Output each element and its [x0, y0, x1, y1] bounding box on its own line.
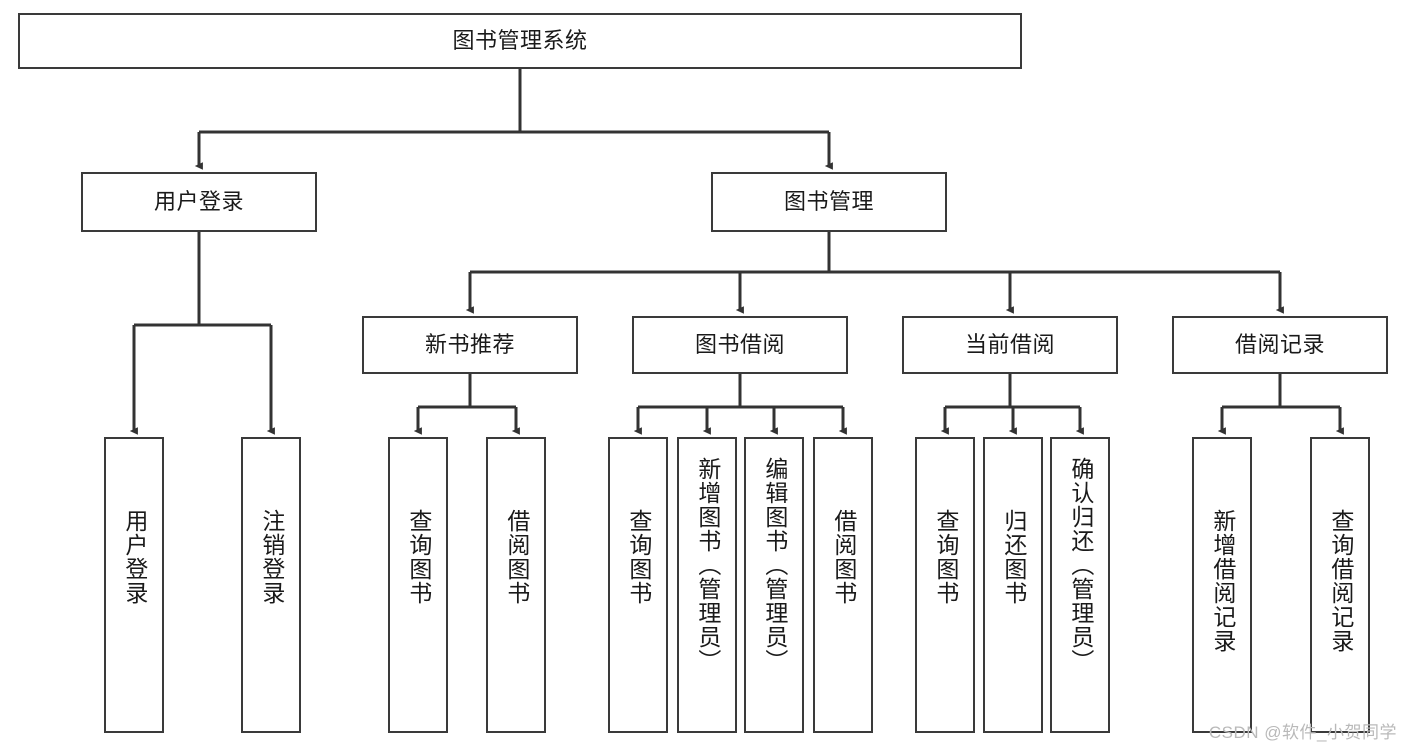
leaf-borrow-book-2[interactable]: 借阅图书 [813, 437, 873, 733]
leaf-user-login-label: 用户登录 [121, 509, 148, 605]
node-book-manage-label: 图书管理 [783, 189, 874, 215]
node-book-manage[interactable]: 图书管理 [711, 172, 947, 232]
leaf-confirm-return[interactable]: 确认归还（管理员） [1050, 437, 1110, 733]
leaf-logout-label: 注销登录 [258, 509, 285, 605]
node-borrow-record[interactable]: 借阅记录 [1172, 316, 1388, 374]
leaf-query-book-1-label: 查询图书 [405, 509, 432, 605]
node-book-borrow[interactable]: 图书借阅 [632, 316, 848, 374]
leaf-borrow-book-1-label: 借阅图书 [503, 509, 530, 605]
leaf-add-book-label: 新增图书（管理员） [694, 457, 721, 673]
leaf-query-record[interactable]: 查询借阅记录 [1310, 437, 1370, 733]
leaf-borrow-book-2-label: 借阅图书 [830, 509, 857, 605]
leaf-query-book-3[interactable]: 查询图书 [915, 437, 975, 733]
leaf-edit-book[interactable]: 编辑图书（管理员） [744, 437, 804, 733]
node-user-login-label: 用户登录 [153, 189, 244, 215]
leaf-return-book-label: 归还图书 [1000, 509, 1027, 605]
leaf-query-book-2[interactable]: 查询图书 [608, 437, 668, 733]
leaf-logout[interactable]: 注销登录 [241, 437, 301, 733]
leaf-edit-book-label: 编辑图书（管理员） [761, 457, 788, 673]
leaf-confirm-return-label: 确认归还（管理员） [1067, 457, 1094, 673]
node-new-book-recommend-label: 新书推荐 [424, 332, 515, 358]
leaf-add-book[interactable]: 新增图书（管理员） [677, 437, 737, 733]
leaf-query-book-3-label: 查询图书 [932, 509, 959, 605]
leaf-add-record[interactable]: 新增借阅记录 [1192, 437, 1252, 733]
node-user-login[interactable]: 用户登录 [81, 172, 317, 232]
node-book-borrow-label: 图书借阅 [694, 332, 785, 358]
node-root[interactable]: 图书管理系统 [18, 13, 1022, 69]
node-borrow-record-label: 借阅记录 [1234, 332, 1325, 358]
node-new-book-recommend[interactable]: 新书推荐 [362, 316, 578, 374]
leaf-query-book-2-label: 查询图书 [625, 509, 652, 605]
leaf-query-book-1[interactable]: 查询图书 [388, 437, 448, 733]
leaf-query-record-label: 查询借阅记录 [1327, 509, 1354, 653]
node-current-borrow-label: 当前借阅 [964, 332, 1055, 358]
leaf-return-book[interactable]: 归还图书 [983, 437, 1043, 733]
leaf-borrow-book-1[interactable]: 借阅图书 [486, 437, 546, 733]
leaf-add-record-label: 新增借阅记录 [1209, 509, 1236, 653]
leaf-user-login[interactable]: 用户登录 [104, 437, 164, 733]
node-current-borrow[interactable]: 当前借阅 [902, 316, 1118, 374]
node-root-label: 图书管理系统 [452, 28, 588, 54]
